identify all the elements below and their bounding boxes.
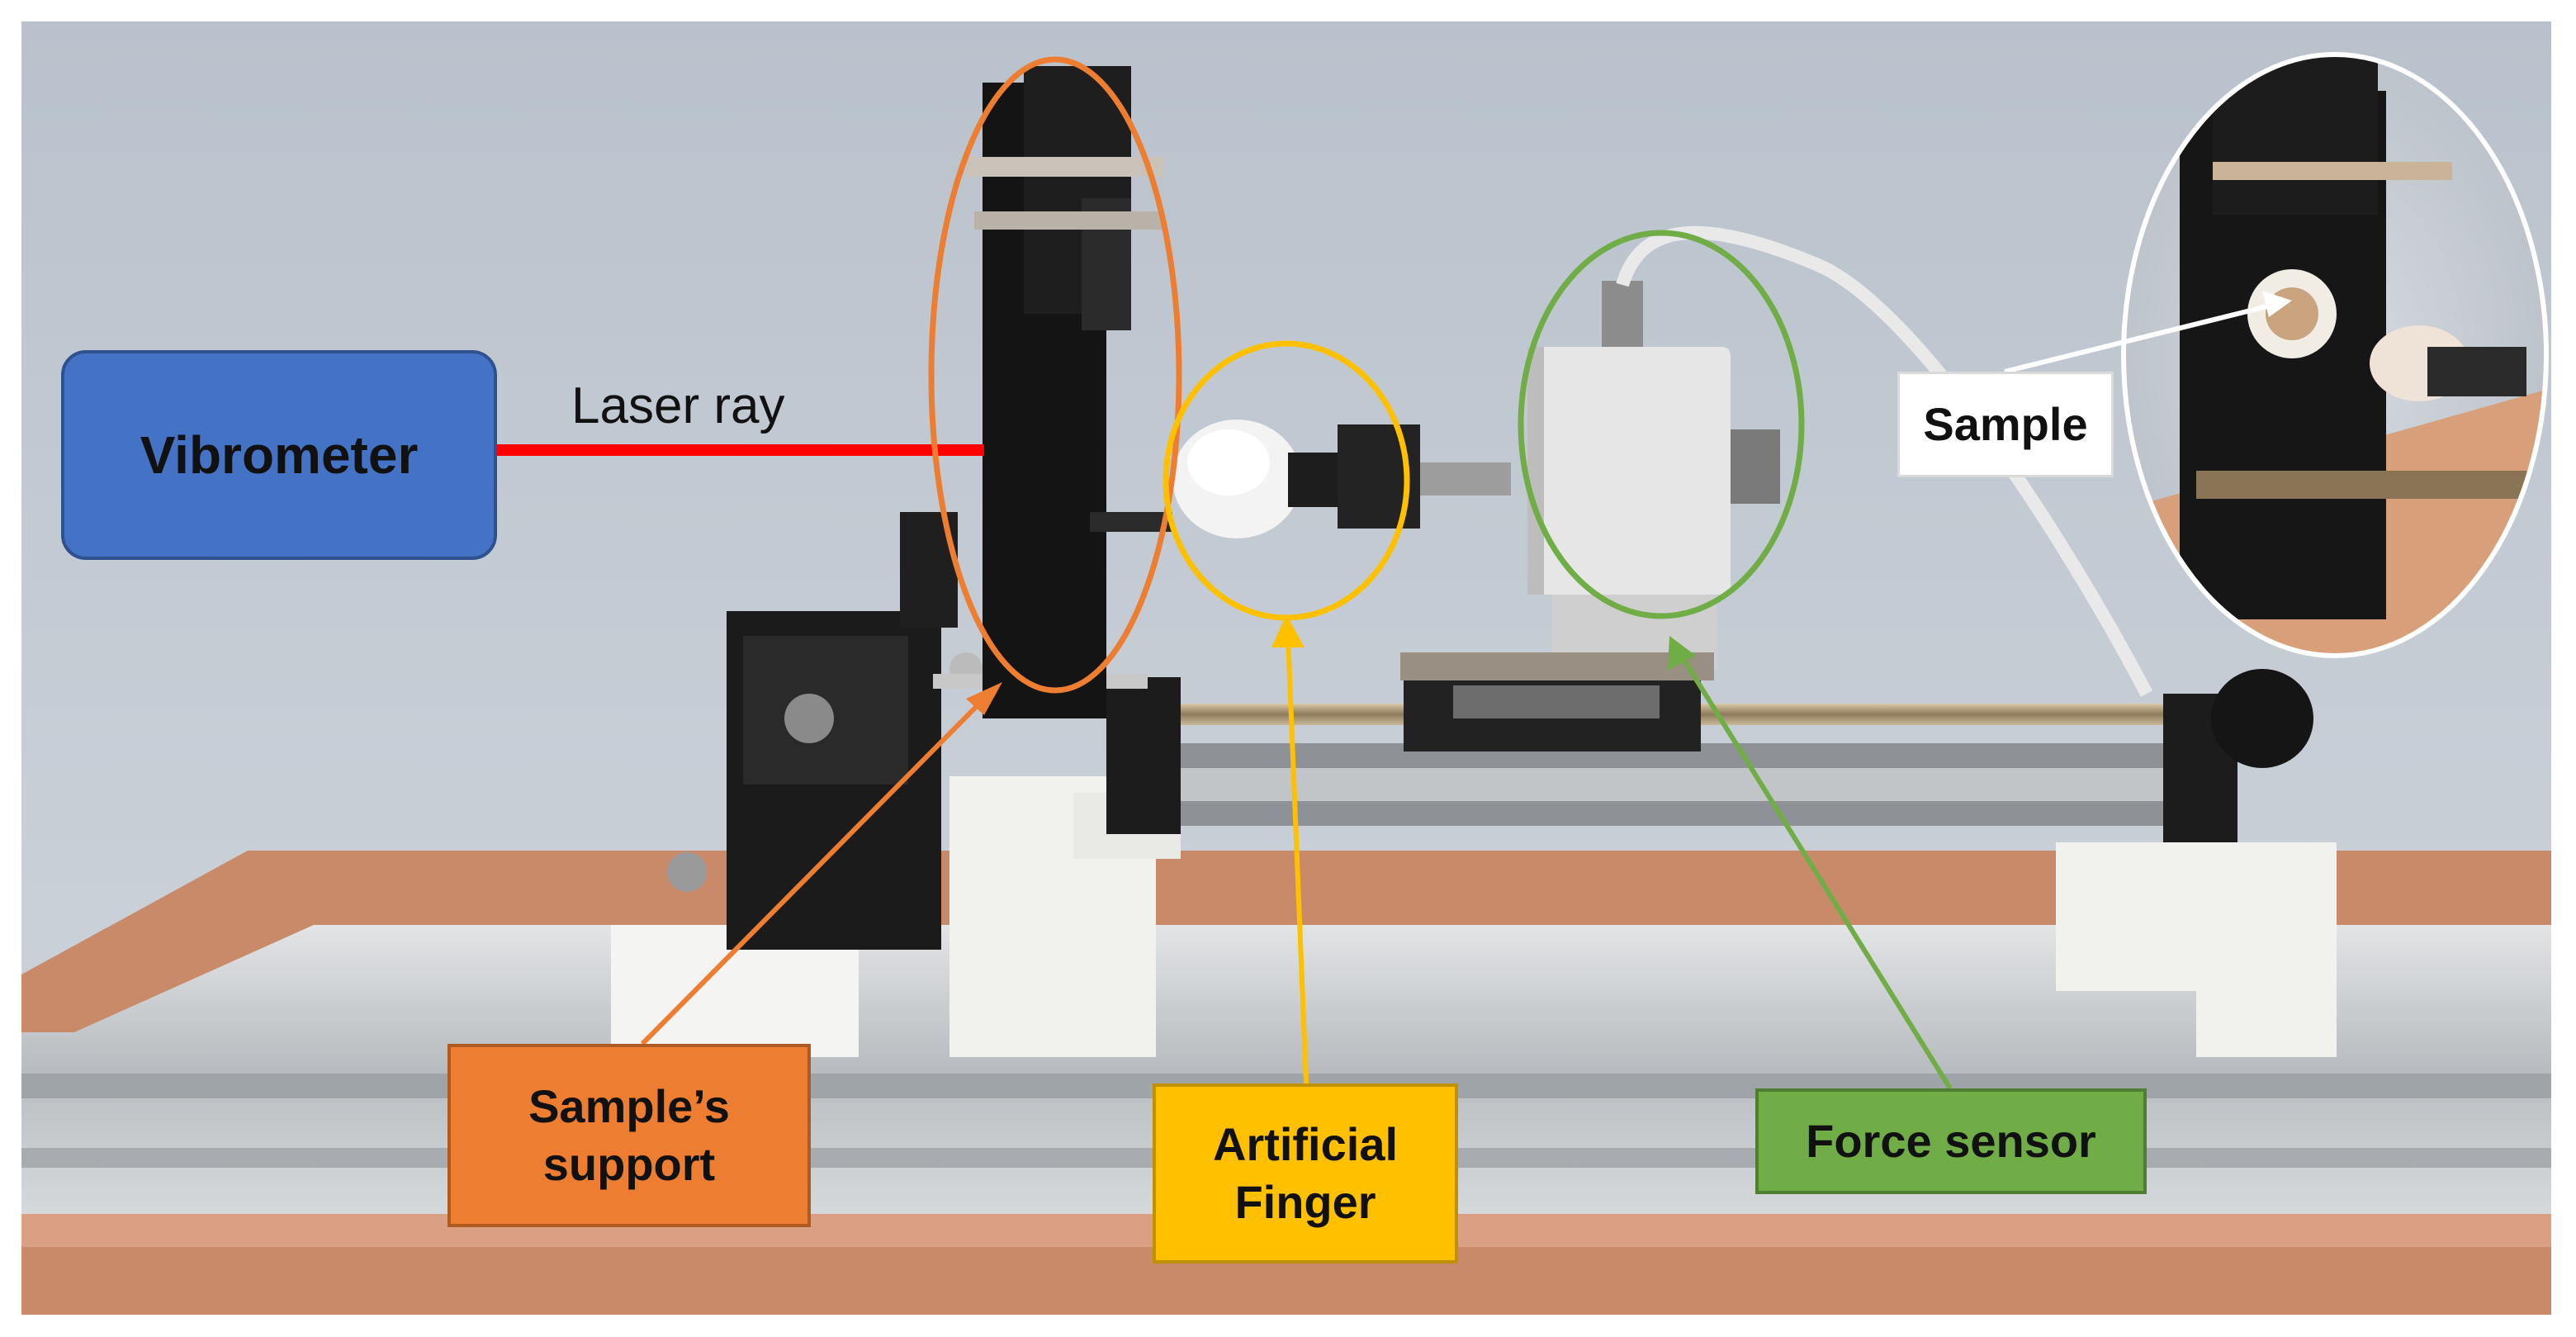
- laser-ray-label: Laser ray: [571, 377, 785, 434]
- sample-support-plate: [966, 66, 1172, 718]
- force-sensor-label: Force sensor: [1755, 1088, 2147, 1194]
- laser-ray-line: [497, 444, 984, 456]
- vibrometer-label: Vibrometer: [61, 350, 497, 560]
- callout-arrows: [640, 291, 2292, 1090]
- sample-inset-photo: [2124, 55, 2546, 656]
- support-highlight: [928, 56, 1182, 694]
- sample-label: Sample: [1897, 372, 2114, 477]
- knob: [2211, 669, 2313, 768]
- sample-support-label: Sample’s support: [447, 1044, 811, 1227]
- artificial-finger-label: Artificial Finger: [1153, 1083, 1458, 1264]
- sensor-highlight: [1518, 230, 1805, 619]
